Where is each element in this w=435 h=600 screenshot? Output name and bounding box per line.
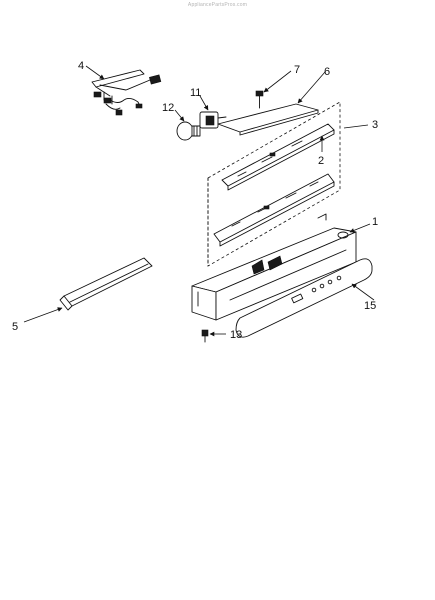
callout-1: 1 xyxy=(372,216,378,228)
callout-11: 11 xyxy=(190,87,201,99)
leader-1 xyxy=(349,223,371,233)
leader-15 xyxy=(351,283,375,301)
light-bulb xyxy=(176,121,201,141)
callout-6: 6 xyxy=(324,66,330,78)
callout-7: 7 xyxy=(294,64,300,76)
trim-strip xyxy=(59,257,153,311)
control-housing xyxy=(191,213,357,321)
callout-4: 4 xyxy=(78,60,84,72)
leader-3 xyxy=(343,124,369,129)
leader-6 xyxy=(297,71,326,104)
front-panel xyxy=(235,258,373,338)
callout-2: 2 xyxy=(318,155,324,167)
callout-12: 12 xyxy=(162,102,174,114)
callout-3: 3 xyxy=(372,119,378,131)
callout-5: 5 xyxy=(12,321,18,333)
leader-11 xyxy=(199,95,209,111)
callout-15: 15 xyxy=(364,300,376,312)
wire-harness xyxy=(91,69,162,116)
leader-7 xyxy=(263,70,292,93)
leader-12 xyxy=(174,109,185,122)
screw-top xyxy=(255,90,264,109)
control-assembly-group xyxy=(207,101,341,267)
watermark-text: AppliancePartsPros.com xyxy=(187,2,248,8)
cover-plate xyxy=(217,103,319,136)
control-board-upper xyxy=(221,123,335,191)
leader-5 xyxy=(23,307,63,323)
callout-13: 13 xyxy=(230,329,242,341)
leader-4 xyxy=(85,65,105,80)
lamp-socket xyxy=(199,111,227,129)
control-board-lower xyxy=(213,173,335,247)
screw-bottom xyxy=(201,329,209,343)
